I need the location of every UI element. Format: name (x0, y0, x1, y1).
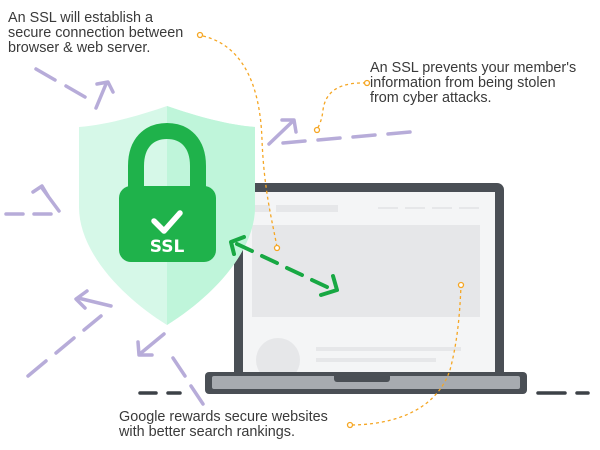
caption-line: Google rewards secure websites (119, 409, 328, 425)
laptop-trackpad-notch (334, 372, 390, 382)
lock-label: SSL (150, 237, 185, 257)
leader-connection (202, 35, 278, 248)
screen-avatar (256, 338, 300, 382)
caption-line: An SSL will establish a (8, 10, 154, 26)
caption-connection: An SSL will establish a secure connectio… (8, 11, 183, 56)
caption-line: browser & web server. (8, 40, 151, 56)
screen-hero-block (252, 225, 480, 317)
caption-line: secure connection between (8, 25, 184, 41)
checkmark-icon (151, 210, 183, 234)
leader-seo (351, 284, 462, 426)
caption-line: information from being stolen (370, 75, 556, 91)
caption-seo: Google rewards secure websites with bett… (119, 410, 328, 440)
annotation-dots (196, 31, 465, 429)
screen-header-bar (276, 205, 338, 212)
double-arrow-icon (229, 235, 339, 297)
attack-arrow-icon (4, 67, 412, 406)
caption-protection: An SSL prevents your member's informatio… (370, 61, 576, 106)
leader-protection (316, 82, 367, 130)
caption-line: from cyber attacks. (370, 90, 492, 106)
padlock-icon: SSL (119, 122, 216, 262)
caption-line: with better search rankings. (119, 424, 295, 440)
caption-line: An SSL prevents your member's (370, 60, 577, 76)
annotation-leaders (202, 35, 462, 426)
